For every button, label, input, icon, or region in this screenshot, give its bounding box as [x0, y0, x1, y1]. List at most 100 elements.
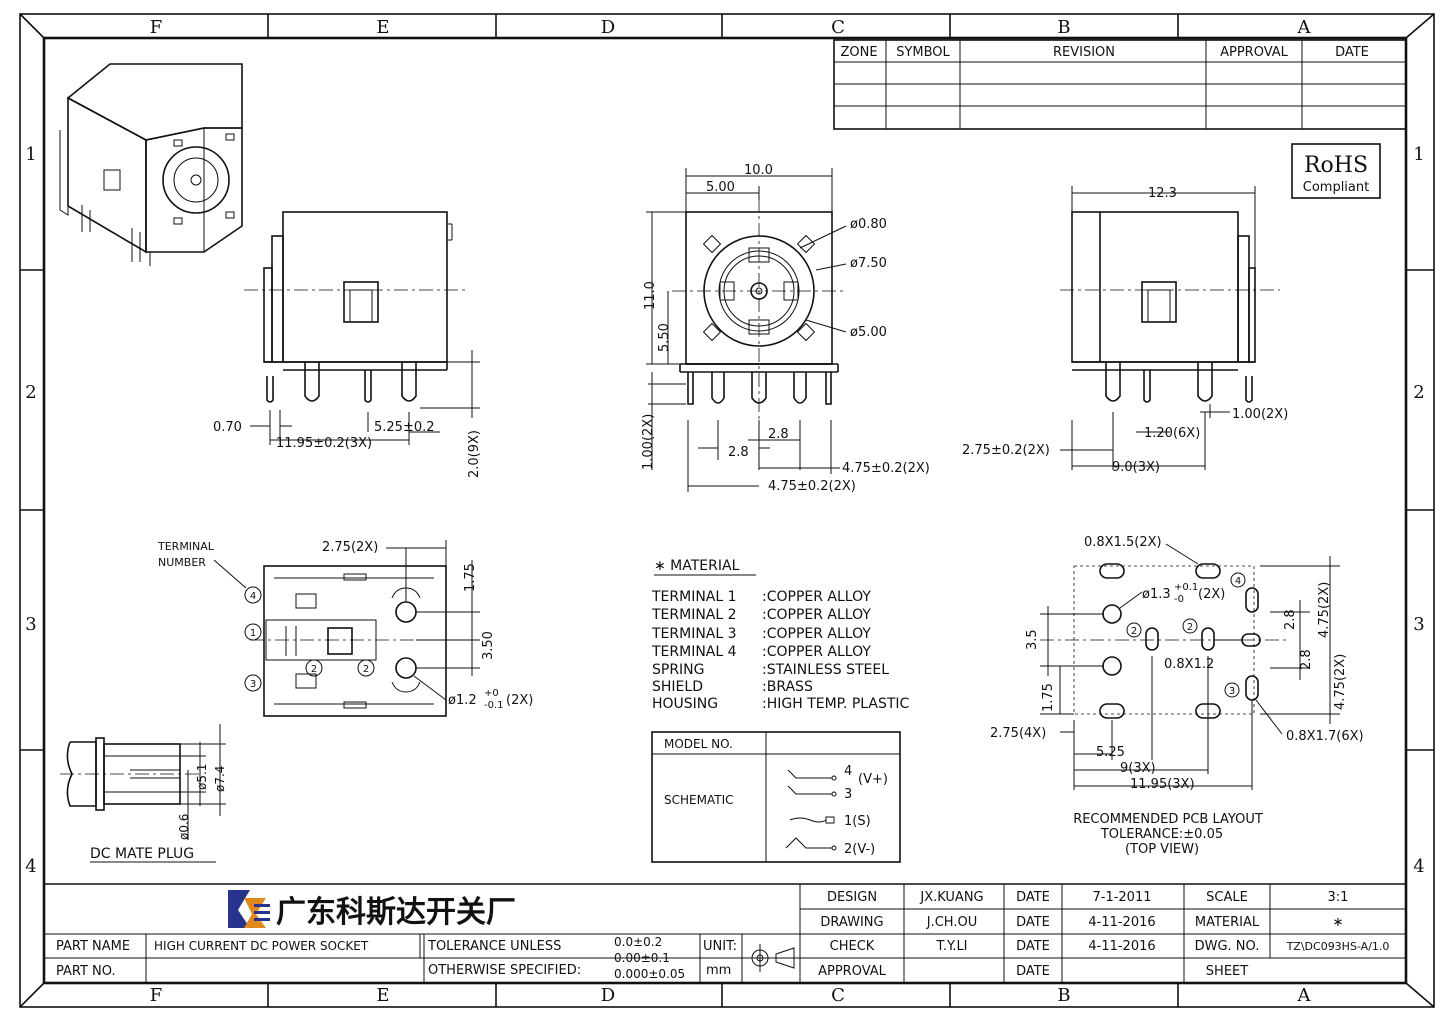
part-name-label: PART NAME [56, 939, 130, 954]
company-name: 广东科斯达开关厂 [276, 895, 516, 930]
dim-hole-080: ø0.80 [850, 217, 887, 232]
material-part-6: SHIELD [652, 679, 703, 695]
design-value: JX.KUANG [919, 890, 983, 905]
material-part-4: TERMINAL 4 [651, 644, 737, 660]
border-frame [19, 13, 1435, 1008]
material-list: ∗ MATERIAL TERMINAL 1 :COPPER ALLOY TERM… [651, 558, 910, 712]
dwg-no-value: TZ\DC093HS-A/1.0 [1286, 940, 1390, 953]
date-label-approval: DATE [1016, 964, 1050, 979]
date-design-value: 7-1-2011 [1092, 890, 1151, 905]
title-block: 广东科斯达开关厂 PART NAME HIGH CURRENT DC POWER… [44, 883, 1406, 983]
pcb-dim-hole-tol-plus: +0.1 [1174, 582, 1198, 593]
material-value: ∗ [1333, 915, 1344, 930]
design-label: DESIGN [827, 890, 877, 905]
pcb-number-3: 3 [1229, 686, 1235, 697]
pcb-number-4: 4 [1235, 576, 1241, 587]
schematic-pin-3: 3 [844, 787, 852, 802]
zone-col-e-top: E [376, 17, 389, 38]
terminal-number-2b: 2 [363, 664, 369, 675]
dim-half-width-500: 5.00 [706, 180, 735, 195]
dim-height-110: 11.0 [643, 281, 658, 310]
dim-pin-w-100: 1.00(2X) [1232, 407, 1288, 422]
tolerance-label-2: OTHERWISE SPECIFIED: [428, 963, 581, 978]
tolerance-value-3: 0.000±0.05 [614, 967, 685, 981]
zone-col-d-top: D [601, 17, 615, 38]
schematic-table: MODEL NO. SCHEMATIC 4 (V+) 3 1(S) 2(V-) [651, 731, 901, 863]
material-value-1: :COPPER ALLOY [762, 589, 871, 605]
part-name-value: HIGH CURRENT DC POWER SOCKET [154, 939, 369, 953]
zone-row-1-left: 1 [25, 144, 36, 165]
dim-offset-275: 2.75±0.2(2X) [962, 443, 1050, 458]
zone-col-d-bottom: D [601, 985, 615, 1006]
dim-span-475b: 4.75±0.2(2X) [768, 479, 856, 494]
dc-mate-plug: ø5.1 ø7.4 ø0.6 DC MATE PLUG [60, 724, 227, 863]
pcb-dim-475a: 4.75(2X) [1317, 582, 1332, 638]
dim-outer-750: ø7.50 [850, 256, 887, 271]
zone-row-4-right: 4 [1413, 856, 1424, 877]
schematic-pin-vplus: (V+) [858, 772, 888, 787]
zone-row-2-right: 2 [1413, 382, 1424, 403]
material-value-3: :COPPER ALLOY [762, 626, 871, 642]
dim-top-275: 2.75(2X) [322, 540, 378, 555]
dim-span-1195: 11.95±0.2(3X) [276, 436, 372, 451]
material-part-3: TERMINAL 3 [651, 626, 737, 642]
dim-hole-12-count: (2X) [506, 693, 533, 708]
date-label-check: DATE [1016, 939, 1050, 954]
approval-label: APPROVAL [818, 964, 887, 979]
zone-row-3-left: 3 [25, 614, 36, 635]
dim-hole-12-tol-minus: -0.1 [484, 700, 504, 711]
tolerance-value-1: 0.0±0.2 [614, 935, 662, 949]
scale-value: 3:1 [1328, 890, 1349, 905]
front-view: 10.0 5.00 11.0 5.50 ø0.80 ø7.50 ø5.00 1.… [641, 163, 930, 494]
dim-pin-w-120: 1.20(6X) [1144, 426, 1200, 441]
dim-350: 3.50 [481, 631, 496, 660]
schematic-pin-1s: 1(S) [844, 814, 871, 829]
pcb-dim-28a: 2.8 [1283, 609, 1298, 630]
material-value-6: :BRASS [762, 679, 813, 695]
terminal-number-1: 1 [250, 628, 256, 639]
schematic-pin-2v: 2(V-) [844, 842, 875, 857]
zone-row-1-right: 1 [1413, 144, 1424, 165]
projection-symbol-icon [746, 944, 795, 972]
left-side-view: 0.70 5.25±0.2 11.95±0.2(3X) 2.0(9X) [213, 211, 482, 478]
pcb-dim-hole-13: ø1.3 [1142, 587, 1171, 602]
zone-col-f-top: F [150, 17, 163, 38]
check-label: CHECK [830, 939, 875, 954]
company-logo [228, 890, 270, 928]
pcb-dim-35: 3.5 [1025, 629, 1040, 650]
zone-col-a-bottom: A [1297, 985, 1312, 1006]
material-title: ∗ MATERIAL [654, 558, 740, 574]
rev-header-approval: APPROVAL [1220, 45, 1289, 60]
schematic-pin-4: 4 [844, 764, 852, 779]
revision-table: ZONE SYMBOL REVISION APPROVAL DATE [833, 39, 1407, 130]
part-no-label: PART NO. [56, 964, 116, 979]
material-label: MATERIAL [1195, 915, 1260, 930]
pcb-layout-title: RECOMMENDED PCB LAYOUT [1073, 812, 1263, 827]
dim-offset-525: 5.25±0.2 [374, 420, 435, 435]
date-label-design: DATE [1016, 890, 1050, 905]
zone-col-a-top: A [1297, 17, 1312, 38]
material-part-7: HOUSING [652, 696, 718, 712]
pcb-dim-slot-mid: 0.8X1.2 [1164, 657, 1214, 672]
pcb-layout-view: (TOP VIEW) [1125, 842, 1199, 857]
zone-col-b-bottom: B [1057, 985, 1070, 1006]
dim-depth-123: 12.3 [1148, 186, 1177, 201]
pcb-number-2a: 2 [1131, 626, 1137, 637]
material-value-4: :COPPER ALLOY [762, 644, 871, 660]
zone-col-c-top: C [831, 17, 845, 38]
date-drawing-value: 4-11-2016 [1088, 915, 1155, 930]
rohs-compliant-text: Compliant [1303, 180, 1369, 195]
rohs-badge: RoHS Compliant [1291, 143, 1381, 199]
unit-label: UNIT: [703, 939, 737, 954]
material-value-7: :HIGH TEMP. PLASTIC [762, 696, 910, 712]
dim-pitch-28a: 2.8 [728, 445, 749, 460]
pcb-dim-475b: 4.75(2X) [1333, 654, 1348, 710]
zone-col-b-top: B [1057, 17, 1070, 38]
scale-label: SCALE [1206, 890, 1248, 905]
dim-lead-070: 0.70 [213, 420, 242, 435]
pcb-dim-28b: 2.8 [1299, 649, 1314, 670]
pcb-dim-9: 9(3X) [1120, 761, 1156, 776]
dim-width-100: 10.0 [744, 163, 773, 178]
check-value: T.Y.LI [935, 939, 967, 954]
